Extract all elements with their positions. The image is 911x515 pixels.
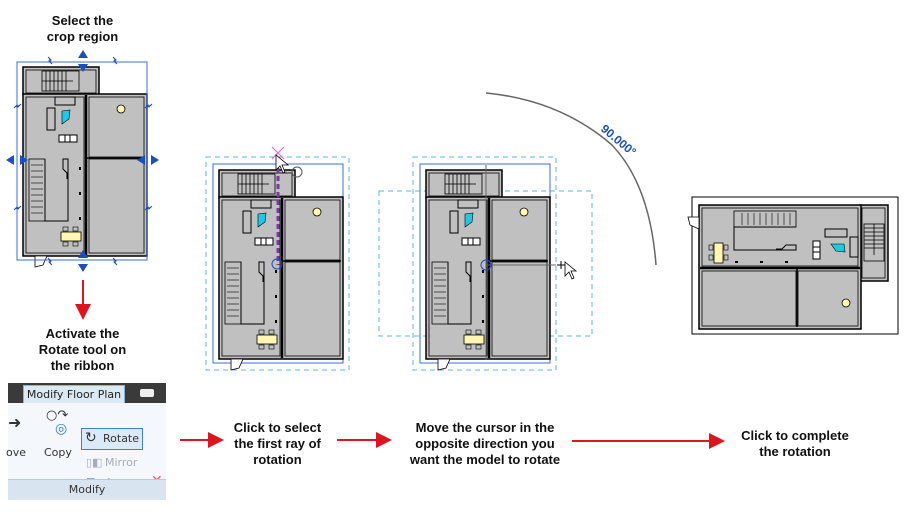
rotate-button[interactable]: ↻ Rotate (81, 428, 143, 450)
ribbon-menu-icon[interactable] (140, 389, 154, 397)
copy-button[interactable]: Copy (44, 446, 72, 459)
rotate-handle (291, 166, 303, 178)
dashed-boundary (205, 156, 350, 371)
step5-rotated-floor-plan (686, 196, 899, 335)
move-cursor-icon (564, 261, 578, 280)
rotation-center[interactable] (271, 258, 283, 270)
step3-floor-plan (205, 146, 350, 372)
rotated-preview-boundary (378, 190, 593, 337)
break-marks (13, 56, 153, 266)
ribbon-tab-bar: Modify Floor Plan (8, 383, 166, 404)
rotation-center[interactable] (480, 259, 492, 271)
caption-complete-rotation: Click to complete the rotation (741, 428, 849, 459)
caption-activate-rotate: Activate the Rotate tool on the ribbon (38, 326, 127, 373)
copy-icon: ○↷ (46, 408, 69, 423)
cursor-icon (275, 154, 290, 174)
ribbon-panel: ➜ ove ○↷ ◎ Copy ↻ Rotate ▯◧ Mirror ⊞ Arr… (6, 403, 166, 489)
caption-move-cursor: Move the cursor in the opposite directio… (409, 420, 561, 467)
ribbon-modify-floor-plan: Modify Floor Plan ➜ ove ○↷ ◎ Copy ↻ Rota… (6, 383, 166, 501)
ribbon-panel-label: Modify (8, 479, 166, 500)
caption-select-crop-region: Select the crop region (46, 13, 119, 44)
rotate-icon: ↻ (85, 430, 97, 446)
move-icon: ➜ (8, 413, 22, 432)
crop-grips[interactable] (6, 50, 159, 272)
caption-first-ray: Click to select the first ray of rotatio… (233, 420, 322, 467)
move-button[interactable]: ove (6, 446, 27, 459)
crop-region-boundary[interactable] (16, 61, 148, 261)
step4-floor-plan: 90.000° (378, 92, 657, 372)
mirror-icon: ▯◧ (86, 456, 103, 469)
step1-floor-plan (6, 50, 159, 272)
mirror-button[interactable]: Mirror (105, 456, 138, 469)
tab-modify-floor-plan[interactable]: Modify Floor Plan (23, 385, 125, 404)
angle-arc (485, 92, 657, 266)
start-point-marker (271, 146, 285, 160)
